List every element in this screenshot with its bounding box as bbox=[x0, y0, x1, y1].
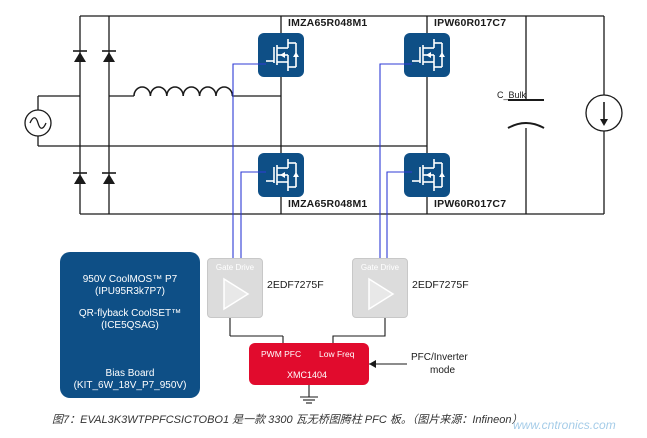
gate-drive-left: Gate Drive bbox=[207, 258, 263, 318]
mode-label-line1: PFC/Inverter bbox=[411, 352, 468, 363]
amplifier-icon bbox=[223, 277, 250, 311]
bias-board: 950V CoolMOS™ P7 (IPU95R3k7P7) QR-flybac… bbox=[60, 252, 200, 398]
gate-wiring bbox=[232, 63, 412, 258]
bias-line-6: (KIT_6W_18V_P7_950V) bbox=[73, 380, 187, 391]
ac-source-icon bbox=[24, 109, 52, 137]
figure-caption: 图7：EVAL3K3WTPPFCSICTOBO1 是一款 3300 瓦无桥图腾柱… bbox=[52, 414, 523, 426]
mosfet-q3-icon bbox=[257, 152, 305, 198]
mosfet-q1-label: IMZA65R048M1 bbox=[288, 17, 368, 29]
bias-line-3: QR-flyback CoolSET™ bbox=[78, 308, 182, 319]
mosfet-q2-label: IPW60R017C7 bbox=[434, 17, 507, 29]
watermark: www.cntronics.com bbox=[513, 418, 616, 432]
gate-drive-left-part: 2EDF7275F bbox=[267, 279, 324, 291]
controller-pwm-label: PWM PFC bbox=[261, 349, 302, 359]
mode-label-line2: mode bbox=[430, 365, 456, 376]
capacitor-label: C_Bulk bbox=[497, 90, 527, 100]
gate-drive-left-title: Gate Drive bbox=[215, 263, 255, 272]
controller-block: PWM PFC Low Freq XMC1404 bbox=[249, 343, 369, 385]
mosfet-q4-icon bbox=[403, 152, 451, 198]
mosfet-q2-icon bbox=[403, 32, 451, 78]
bias-line-1: 950V CoolMOS™ P7 bbox=[82, 274, 178, 285]
amplifier-icon bbox=[368, 277, 395, 311]
bias-line-2: (IPU95R3k7P7) bbox=[94, 286, 166, 297]
bias-line-4: (ICE5QSAG) bbox=[101, 320, 159, 331]
mosfet-q1-icon bbox=[257, 32, 305, 78]
gate-drive-right-title: Gate Drive bbox=[360, 263, 400, 272]
mode-arrow-icon bbox=[369, 360, 376, 368]
gate-drive-right-part: 2EDF7275F bbox=[412, 279, 469, 291]
bulk-capacitor-icon bbox=[507, 99, 545, 129]
mosfet-q4-label: IPW60R017C7 bbox=[434, 198, 507, 210]
gate-drive-right: Gate Drive bbox=[352, 258, 408, 318]
controller-name: XMC1404 bbox=[287, 370, 328, 380]
inductor-icon bbox=[133, 86, 234, 97]
bias-line-5: Bias Board bbox=[105, 368, 155, 379]
controller-freq-label: Low Freq bbox=[319, 349, 355, 359]
mosfet-q3-label: IMZA65R048M1 bbox=[288, 198, 368, 210]
current-source-icon bbox=[585, 94, 623, 132]
power-wiring bbox=[37, 15, 605, 215]
